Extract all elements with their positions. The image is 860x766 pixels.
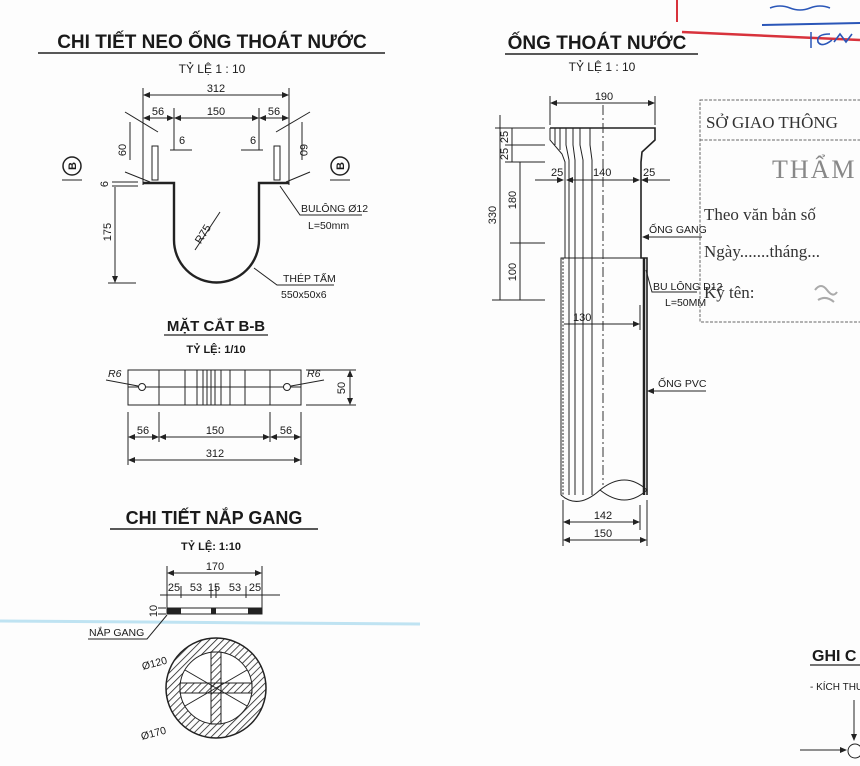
cast-pipe-label: ỐNG GANG bbox=[649, 222, 707, 236]
dim-50: 50 bbox=[336, 382, 348, 394]
ink-stamp-marks bbox=[676, 0, 860, 48]
anchor-detail-title: CHI TIẾT NEO ỐNG THOÁT NƯỚC bbox=[57, 31, 367, 53]
dim-60-left: 60 bbox=[117, 144, 129, 156]
dim-25-e: 25 bbox=[249, 582, 261, 594]
section-bb-scale: TỶ LỆ: 1/10 bbox=[186, 343, 245, 356]
svg-text:B: B bbox=[67, 162, 79, 170]
approval-stamp: SỞ GIAO THÔNG THẨM Theo văn bản số Ngày.… bbox=[699, 99, 860, 323]
drain-pipe-detail: ỐNG THOÁT NƯỚC TỶ LỆ 1 : 10 190 25 25 33… bbox=[487, 32, 723, 546]
dim-150: 150 bbox=[207, 106, 225, 118]
dim-60-right: 60 bbox=[297, 144, 309, 156]
dim-312: 312 bbox=[207, 83, 225, 95]
dim-180: 180 bbox=[507, 191, 519, 209]
dim-25-h2: 25 bbox=[499, 148, 511, 160]
dim-56-right: 56 bbox=[268, 106, 280, 118]
dim-outer-dia: Ø170 bbox=[140, 725, 168, 743]
signature bbox=[814, 285, 838, 303]
scan-artifact-line bbox=[0, 619, 421, 626]
dim-6-right: 6 bbox=[250, 135, 256, 147]
dim-56-left: 56 bbox=[137, 425, 149, 437]
dim-25-wall-left: 25 bbox=[551, 167, 563, 179]
dim-170: 170 bbox=[206, 561, 224, 573]
bolt-label: BULÔNG Ø12 bbox=[301, 202, 368, 215]
dim-150: 150 bbox=[206, 425, 224, 437]
stamp-org: SỞ GIAO THÔNG bbox=[706, 113, 838, 132]
dim-6-left: 6 bbox=[179, 135, 185, 147]
drain-pipe-scale: TỶ LỆ 1 : 10 bbox=[569, 59, 636, 74]
dim-53-d: 53 bbox=[229, 582, 241, 594]
notes: GHI C - KÍCH THƯ bbox=[800, 648, 860, 759]
bolt-length: L=50mm bbox=[308, 220, 349, 232]
cover-plate-side bbox=[166, 607, 263, 615]
cover-detail-title: CHI TIẾT NẮP GANG bbox=[126, 507, 303, 528]
dim-10: 10 bbox=[148, 605, 160, 617]
cover-label: NẮP GANG bbox=[89, 626, 144, 639]
dim-53-b: 53 bbox=[190, 582, 202, 594]
dim-150: 150 bbox=[594, 528, 612, 540]
dim-142: 142 bbox=[594, 510, 612, 522]
dim-56-right: 56 bbox=[280, 425, 292, 437]
section-bb: MẶT CẮT B-B TỶ LỆ: 1/10 R6 R6 50 56 150 … bbox=[105, 317, 356, 465]
plate-size: 550x50x6 bbox=[281, 289, 327, 301]
dim-175: 175 bbox=[102, 223, 114, 241]
dim-r6-left: R6 bbox=[108, 368, 122, 380]
bolt-label: BU LÔNG D12 bbox=[653, 280, 723, 293]
section-bb-title: MẶT CẮT B-B bbox=[167, 317, 265, 335]
dim-312: 312 bbox=[206, 448, 224, 460]
dim-130: 130 bbox=[573, 312, 591, 324]
bolt-left bbox=[151, 145, 159, 181]
notes-title: GHI C bbox=[812, 648, 857, 665]
bolt-right bbox=[273, 145, 281, 181]
dim-100: 100 bbox=[507, 263, 519, 281]
notes-line-1: - KÍCH THƯ bbox=[810, 680, 860, 693]
plate-label: THÉP TẤM bbox=[283, 272, 336, 285]
bolt-length: L=50MM bbox=[665, 297, 706, 309]
steel-strap bbox=[143, 181, 289, 284]
stamp-date-line: Ngày.......tháng... bbox=[704, 242, 820, 261]
stamp-sign-line: Ký tên: bbox=[704, 283, 755, 302]
dim-140: 140 bbox=[593, 167, 611, 179]
section-marker-left: B bbox=[62, 156, 82, 181]
bolt-hole-left bbox=[138, 383, 146, 391]
cover-detail-scale: TỶ LỆ: 1:10 bbox=[181, 540, 241, 553]
dim-25-h1: 25 bbox=[499, 131, 511, 143]
dim-330: 330 bbox=[487, 206, 499, 224]
anchor-detail: CHI TIẾT NEO ỐNG THOÁT NƯỚC TỶ LỆ 1 : 10… bbox=[38, 31, 385, 301]
stamp-heading: THẨM bbox=[772, 155, 857, 184]
dim-15-c: 15 bbox=[208, 582, 220, 594]
dim-r6-right: R6 bbox=[307, 368, 321, 380]
stamp-doc-line: Theo văn bản số bbox=[704, 205, 816, 224]
cover-plan-view bbox=[165, 637, 267, 739]
section-marker-right: B bbox=[330, 156, 350, 181]
dim-25-a: 25 bbox=[168, 582, 180, 594]
dim-25-wall-right: 25 bbox=[643, 167, 655, 179]
bolt-hole-right bbox=[283, 383, 291, 391]
drain-pipe-title: ỐNG THOÁT NƯỚC bbox=[508, 32, 687, 54]
cover-detail: CHI TIẾT NẮP GANG TỶ LỆ: 1:10 170 25 53 … bbox=[88, 507, 318, 743]
dim-6-flange: 6 bbox=[99, 181, 111, 187]
pvc-pipe-label: ỐNG PVC bbox=[658, 376, 707, 390]
dim-190: 190 bbox=[595, 91, 613, 103]
dim-inner-dia: Ø120 bbox=[141, 655, 169, 673]
anchor-detail-scale: TỶ LỆ 1 : 10 bbox=[179, 61, 246, 76]
svg-text:B: B bbox=[335, 162, 347, 170]
dim-56-left: 56 bbox=[152, 106, 164, 118]
